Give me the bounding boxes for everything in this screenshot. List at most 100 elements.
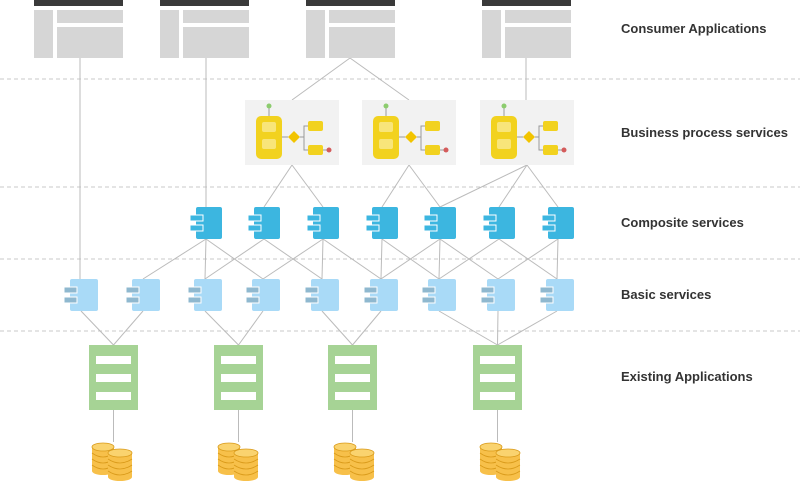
basic-service-component-icon [539,279,574,311]
task-block [543,145,558,155]
connector-line [438,310,498,346]
connector-line [263,164,293,208]
basic-service-component-icon [245,279,280,311]
application-row [335,392,370,400]
connector-line [262,238,324,280]
component-port [187,296,202,304]
component-port [480,286,495,294]
disk-bottom [496,473,520,481]
business-process-icon [480,100,574,165]
end-event [326,147,332,153]
connector-line [380,238,383,280]
connector-line [526,164,559,208]
component-port [304,296,319,304]
application-row [480,374,515,382]
disk-line [495,470,521,476]
end-event [443,147,449,153]
existing-application-icon [214,345,263,410]
application-row [335,374,370,382]
disk-top [349,448,375,458]
component-port [125,286,140,294]
window-content [505,27,571,58]
component-port [421,296,436,304]
disk-line [495,464,521,470]
disk-line [233,470,259,476]
component-port [247,224,262,232]
component-body [252,279,280,311]
disk-bottom [350,473,374,481]
component-body [311,279,339,311]
disk-top [233,448,259,458]
composite-service-component-icon [189,207,222,239]
connector-line [498,164,528,208]
basic-service-component-icon [304,279,339,311]
database-icon [217,442,259,481]
task-block [425,121,440,131]
connector-line [204,238,265,280]
application-row [335,356,370,364]
disk-bottom [108,473,132,481]
component-body [428,279,456,311]
connector-line [238,310,264,346]
basic-services-label: Basic services [621,287,712,302]
business-process-icon [362,100,456,165]
business-process-icon [245,100,339,165]
disk-line [107,464,133,470]
window-sidebar [160,10,179,58]
disk-line [233,464,259,470]
component-port [63,286,78,294]
disk-top [333,442,357,452]
component-body [548,207,574,239]
component-body [254,207,280,239]
connector-line [439,164,528,208]
basic-service-component-icon [363,279,398,311]
component-port [423,224,438,232]
task-block [262,139,276,149]
connector-line [352,310,382,346]
gateway-diamond [288,131,300,143]
connector-line [322,238,382,280]
window-toolbar [505,10,571,23]
task-block [497,139,511,149]
component-port [63,296,78,304]
component-port [539,286,554,294]
window-header [34,0,123,6]
connector-line [204,310,239,346]
connector-line [408,164,441,208]
component-body [196,207,222,239]
basic-service-component-icon [421,279,456,311]
component-body [372,207,398,239]
gateway-diamond [523,131,535,143]
task-block [543,121,558,131]
existing-applications-label: Existing Applications [621,369,753,384]
window-sidebar [34,10,53,58]
basic-service-component-icon [187,279,222,311]
disk-line [495,458,521,464]
component-port [541,224,556,232]
application-row [221,356,256,364]
component-body [489,207,515,239]
window-content [329,27,395,58]
start-event [501,103,507,109]
task-block [379,122,393,132]
consumer-applications-label: Consumer Applications [621,21,767,36]
basic-service-component-icon [480,279,515,311]
consumer-app-window-icon [482,0,571,58]
start-event [383,103,389,109]
disk-bottom [234,473,258,481]
component-port [306,214,321,222]
flow-line [535,136,543,151]
component-port [245,296,260,304]
composite-service-component-icon [306,207,339,239]
existing-application-icon [473,345,522,410]
flow-line [300,136,308,151]
component-port [480,296,495,304]
application-row [96,356,131,364]
component-port [365,224,380,232]
component-port [482,224,497,232]
component-port [482,214,497,222]
component-port [187,286,202,294]
connector-line [438,238,500,280]
component-port [304,286,319,294]
